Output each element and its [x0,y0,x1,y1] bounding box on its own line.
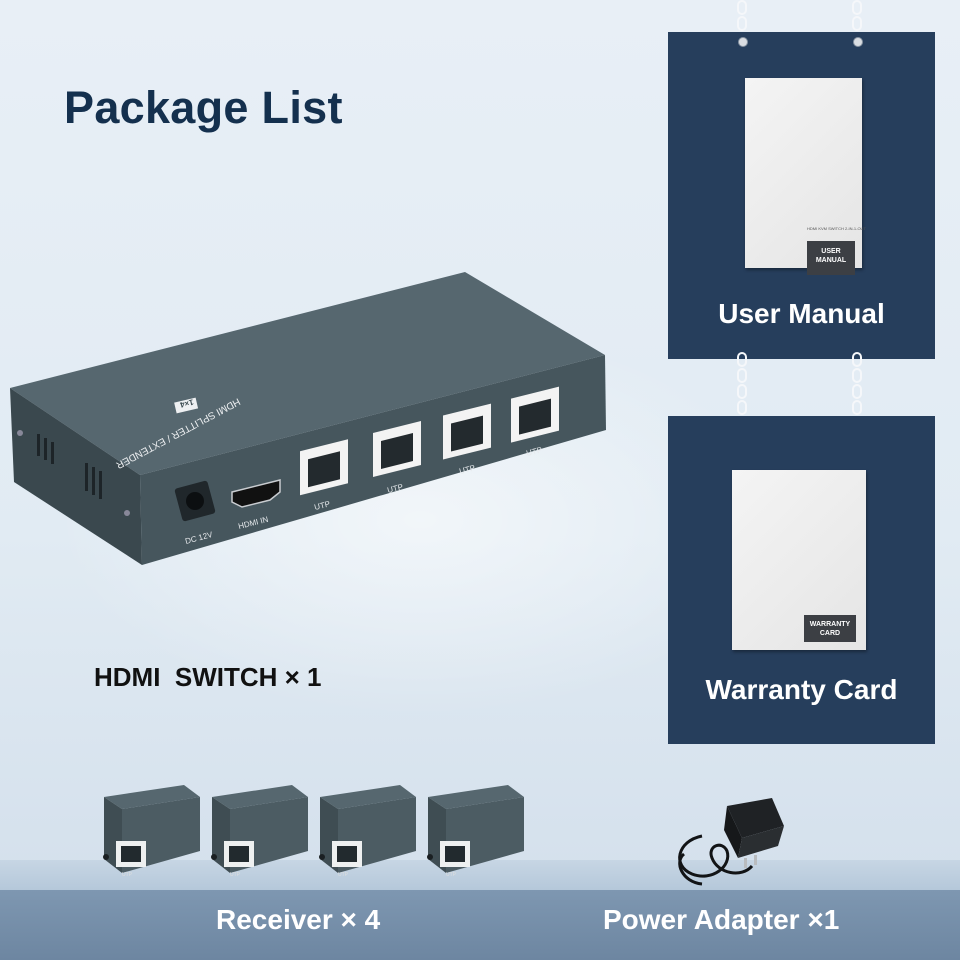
warranty-tag: WARRANTY CARD [804,615,856,642]
hook-icon [738,37,748,47]
receiver-4-port-label: UTP [446,872,457,878]
switch-badge [174,397,199,414]
power-adapter [678,798,784,886]
floor-bar [0,890,960,960]
hook-icon [853,37,863,47]
page-title: Package List [64,82,343,133]
hdmi-port [231,479,281,508]
receiver-unit-2: UTP [211,785,308,878]
manual-tag: USER MANUAL [807,241,855,275]
switch-badge-text: 1×4 [179,397,195,409]
hdmi-switch-device: DC 12V HDMI IN UTP UTP UTP UTP HDMI SPLI… [10,272,606,565]
utp-label-2: UTP [386,482,404,495]
receiver-unit-4: UTP [427,785,524,878]
floor-shelf [0,860,960,890]
user-manual-label: User Manual [718,298,885,329]
user-manual-card: HDMI KVM SWITCH 2-IN-1-OUT USER MANUAL U… [668,32,935,359]
utp-label-4: UTP [525,445,543,458]
utp-label-1: UTP [313,499,331,512]
receiver-2-port-label: UTP [230,872,241,878]
utp-label-3: UTP [458,463,476,476]
side-vents [37,434,102,499]
warranty-card-label: Warranty Card [705,674,898,705]
switch-top-face [10,272,605,475]
manual-caption: HDMI KVM SWITCH 2-IN-1-OUT [807,226,866,231]
power-adapter-caption: Power Adapter ×1 [603,904,840,935]
receiver-caption: Receiver × 4 [216,904,381,935]
warranty-card-panel: WARRANTY CARD Warranty Card [668,416,935,744]
receiver-unit-3: UTP [319,785,416,878]
receiver-1-port-label: UTP [122,872,133,878]
user-manual-booklet: HDMI KVM SWITCH 2-IN-1-OUT USER MANUAL [745,78,866,275]
utp-ports [300,386,559,496]
switch-side-face [10,388,142,565]
warranty-card-paper: WARRANTY CARD [732,470,866,650]
switch-caption: HDMI SWITCH × 1 [94,662,322,692]
receiver-3-port-label: UTP [338,872,349,878]
receiver-unit-1: UTP [103,785,200,878]
